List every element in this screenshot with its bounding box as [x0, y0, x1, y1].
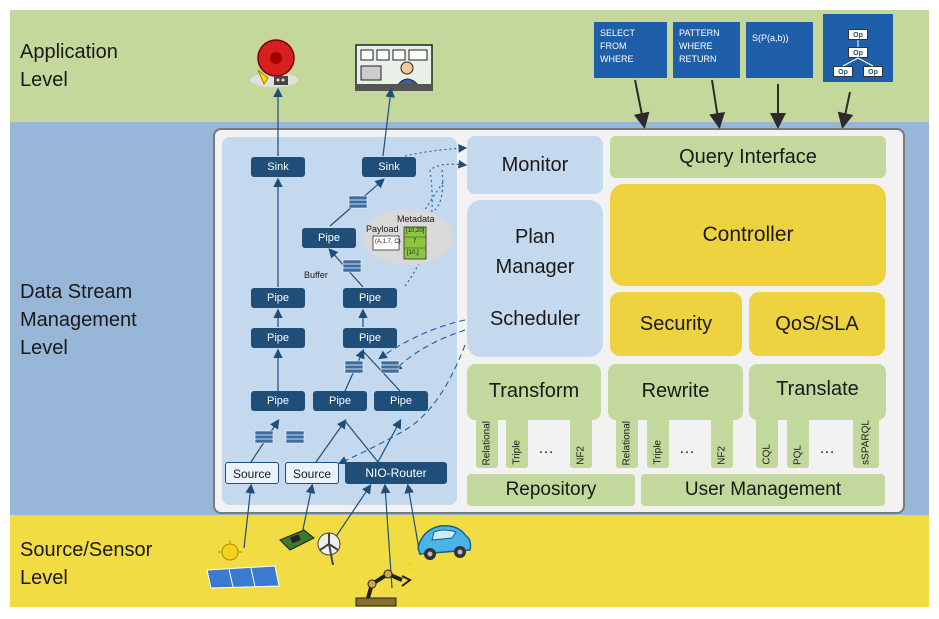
metadata-value-interval: [10,20]	[406, 228, 425, 234]
metadata-value-open: [10,]	[407, 250, 419, 256]
solar-panel-icon	[206, 540, 280, 589]
op-node: Op	[863, 66, 883, 77]
processing-engine	[222, 137, 457, 505]
translate-sub-pql: PQL	[787, 418, 809, 468]
transform-sub-more: …	[538, 440, 554, 457]
pipe-node: Pipe	[251, 328, 305, 348]
payload-label: Payload	[366, 224, 399, 234]
op-node: Op	[848, 47, 868, 58]
rewrite-sub-triple: Triple	[647, 418, 669, 468]
rewrite-sub-nf2: NF2	[711, 418, 733, 468]
translate-box: Translate	[749, 364, 886, 420]
buffer-label: Buffer	[304, 270, 328, 280]
car-icon	[417, 524, 472, 560]
rewrite-box: Rewrite	[608, 364, 743, 420]
circuit-board-icon	[279, 529, 315, 551]
pipe-node: Pipe	[343, 328, 397, 348]
transform-sub-relational: Relational	[476, 418, 498, 468]
sink-node: Sink	[251, 157, 305, 177]
translate-sub-ssparql: sSPARQL	[853, 418, 879, 468]
pipe-node: Pipe	[251, 288, 305, 308]
source-sensor-level-band	[10, 515, 929, 607]
monitor-box: Monitor	[467, 136, 603, 194]
op-node: Op	[833, 66, 853, 77]
rewrite-sub-relational: Relational	[616, 418, 638, 468]
metadata-value-count: 7	[413, 239, 417, 245]
plan-manager-box	[467, 200, 603, 357]
control-room-operator-icon	[355, 44, 433, 91]
source-node: Source	[285, 462, 339, 484]
pipe-node: Pipe	[374, 391, 428, 411]
scheduler-label: Scheduler	[489, 308, 581, 330]
repository-box: Repository	[467, 474, 635, 506]
query-doc-algebra: S(P(a,b))	[746, 22, 813, 78]
user-management-box: User Management	[641, 474, 885, 506]
pipe-node: Pipe	[251, 391, 305, 411]
translate-sub-more: …	[819, 440, 835, 457]
transform-box: Transform	[467, 364, 601, 420]
transform-sub-nf2: NF2	[570, 418, 592, 468]
wind-turbine-icon	[317, 532, 341, 566]
security-box: Security	[610, 292, 742, 356]
alarm-bell-icon	[250, 39, 298, 87]
source-node: Source	[225, 462, 279, 484]
transform-sub-triple: Triple	[506, 418, 528, 468]
translate-sub-cql: CQL	[756, 418, 778, 468]
pipe-node: Pipe	[302, 228, 356, 248]
payload-value: (A,1.7, C)	[375, 239, 401, 245]
pipe-node: Pipe	[343, 288, 397, 308]
robot-arm-icon	[355, 561, 414, 607]
qos-sla-box: QoS/SLA	[749, 292, 885, 356]
metadata-label: Metadata	[397, 214, 435, 224]
rewrite-sub-more: …	[679, 440, 695, 457]
query-interface-box: Query Interface	[610, 136, 886, 178]
pipe-node: Pipe	[313, 391, 367, 411]
nio-router-node: NIO-Router	[345, 462, 447, 484]
sink-node: Sink	[362, 157, 416, 177]
op-node: Op	[848, 29, 868, 40]
controller-box: Controller	[610, 184, 886, 286]
